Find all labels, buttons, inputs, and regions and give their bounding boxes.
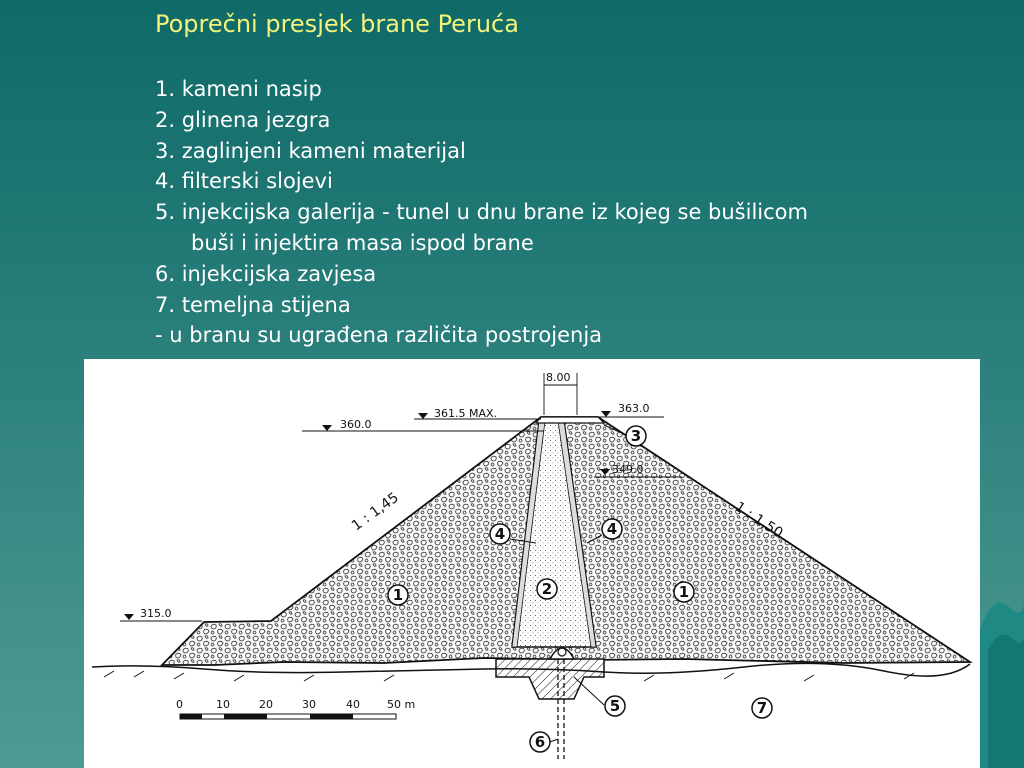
marker-1-downstream: 1 <box>673 581 695 603</box>
marker-4-downstream: 4 <box>586 518 623 544</box>
marker-3: 3 <box>603 424 647 447</box>
marker-4-upstream: 4 <box>489 523 537 545</box>
level-crest-label: 363.0 <box>618 402 650 415</box>
marker-1-upstream: 1 <box>387 584 409 606</box>
scale-tick-label: 50 m <box>387 698 415 711</box>
scale-tick-label: 20 <box>259 698 273 711</box>
list-item: 2. glinena jezgra <box>155 107 331 132</box>
svg-text:1: 1 <box>679 583 689 601</box>
level-349-label: 349.0 <box>612 463 644 476</box>
level-max-label: 361.5 MAX. <box>434 407 497 420</box>
level-315-label: 315.0 <box>140 607 172 620</box>
scale-tick-label: 30 <box>302 698 316 711</box>
zone-markers: 1 1 2 3 4 4 <box>387 424 773 753</box>
legend-list: 1. kameni nasip 2. glinena jezgra 3. zag… <box>155 74 808 351</box>
svg-text:2: 2 <box>542 580 552 598</box>
dam-cross-section-figure: 360.0 361.5 MAX. 363.0 349.0 315.0 8.00 … <box>84 359 980 768</box>
crest-width-dimension: 8.00 <box>543 371 578 415</box>
marker-2: 2 <box>536 578 558 600</box>
marker-6: 6 <box>529 731 559 753</box>
marker-5: 5 <box>573 676 626 717</box>
crest-width-label: 8.00 <box>546 371 571 384</box>
svg-text:4: 4 <box>607 520 617 538</box>
list-item: 4. filterski slojevi <box>155 169 333 194</box>
ground-line <box>91 662 971 677</box>
svg-text:3: 3 <box>631 427 641 445</box>
svg-text:1: 1 <box>393 586 403 604</box>
marker-7: 7 <box>751 697 773 719</box>
svg-text:7: 7 <box>757 699 767 717</box>
svg-text:5: 5 <box>610 697 620 715</box>
grout-curtain <box>557 659 565 759</box>
decorative-wave-graphic <box>980 600 1024 768</box>
scale-bar: 0 10 20 30 40 50 m <box>176 698 415 720</box>
list-item: 3. zaglinjeni kameni materijal <box>155 138 466 163</box>
svg-text:4: 4 <box>495 525 505 543</box>
svg-text:6: 6 <box>535 733 545 751</box>
dam-body <box>159 416 973 666</box>
scale-tick-label: 0 <box>176 698 183 711</box>
slide-title: Poprečni presjek brane Peruća <box>155 10 519 38</box>
list-item: 5. injekcijska galerija - tunel u dnu br… <box>155 197 808 259</box>
list-item: 7. temeljna stijena <box>155 292 351 317</box>
scale-tick-label: 10 <box>216 698 230 711</box>
list-item-continuation: buši i injektira masa ispod brane <box>191 230 534 255</box>
list-item-text: 5. injekcijska galerija - tunel u dnu br… <box>155 200 808 225</box>
level-360-label: 360.0 <box>340 418 372 431</box>
list-item: 1. kameni nasip <box>155 77 322 101</box>
list-item: - u branu su ugrađena različita postroje… <box>155 323 603 348</box>
scale-tick-label: 40 <box>346 698 360 711</box>
water-levels: 360.0 361.5 MAX. 363.0 349.0 315.0 <box>120 402 682 622</box>
list-item: 6. injekcijska zavjesa <box>155 261 377 286</box>
